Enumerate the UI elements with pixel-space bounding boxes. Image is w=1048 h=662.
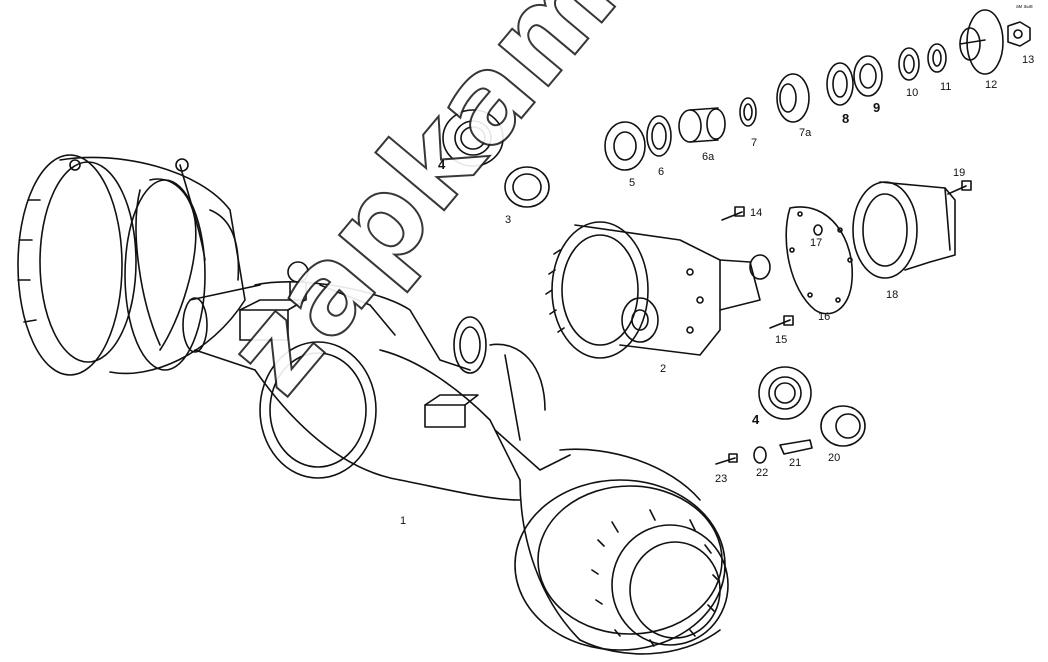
- label-7a: 7a: [799, 127, 812, 139]
- part-22-washer: [753, 446, 767, 464]
- label-6a: 6a: [702, 151, 715, 163]
- differential-carrier: [545, 221, 771, 359]
- label-13: 13: [1022, 54, 1035, 66]
- part-18-cover: [852, 181, 956, 279]
- part-4-bearing-upper: [442, 109, 504, 167]
- part-16-gasket: [785, 206, 853, 315]
- label-16: 16: [818, 311, 831, 323]
- label-15: 15: [775, 334, 788, 346]
- part-13-nut: [1007, 21, 1031, 47]
- label-4-upper: 4: [438, 157, 446, 172]
- label-2: 2: [660, 363, 667, 375]
- part-11-ring: [927, 43, 947, 73]
- part-7-washer: [739, 97, 757, 127]
- part-23-bolt: [715, 453, 738, 465]
- part-4-bearing-lower: [758, 366, 812, 420]
- label-5: 5: [629, 177, 636, 189]
- label-3: 3: [505, 214, 512, 226]
- label-18: 18: [886, 289, 899, 301]
- label-22: 22: [756, 467, 769, 479]
- part-7a-bearing: [776, 73, 810, 123]
- label-19: 19: [953, 167, 966, 179]
- label-8: 8: [842, 111, 850, 126]
- part-21-lock-plate: [779, 439, 813, 455]
- part-19-bolt: [947, 180, 972, 195]
- label-9: 9: [873, 100, 881, 115]
- corner-mark: ам аыв: [1016, 4, 1033, 10]
- part-6a-spacer: [678, 107, 726, 143]
- part-14-bolt: [721, 206, 745, 221]
- part-17-plug: [813, 224, 823, 236]
- label-14: 14: [750, 207, 763, 219]
- label-23: 23: [715, 473, 728, 485]
- part-6-ring: [646, 115, 672, 157]
- label-20: 20: [828, 452, 841, 464]
- part-15-bolt: [769, 315, 794, 329]
- label-1: 1: [400, 515, 407, 527]
- label-4-lower: 4: [752, 412, 760, 427]
- part-10-washer: [898, 47, 920, 81]
- axle-housing: [17, 154, 729, 655]
- label-17: 17: [810, 237, 823, 249]
- label-10: 10: [906, 87, 919, 99]
- part-20-ring-nut: [820, 405, 866, 447]
- label-6: 6: [658, 166, 665, 178]
- part-3-ring-nut: [504, 166, 550, 208]
- label-12: 12: [985, 79, 998, 91]
- label-11: 11: [940, 81, 952, 93]
- part-12-flange: [959, 9, 1004, 75]
- part-9-seal: [853, 55, 883, 97]
- part-8-ring: [826, 62, 854, 106]
- label-21: 21: [789, 457, 802, 469]
- part-5-bearing: [604, 121, 646, 171]
- label-7: 7: [751, 137, 758, 149]
